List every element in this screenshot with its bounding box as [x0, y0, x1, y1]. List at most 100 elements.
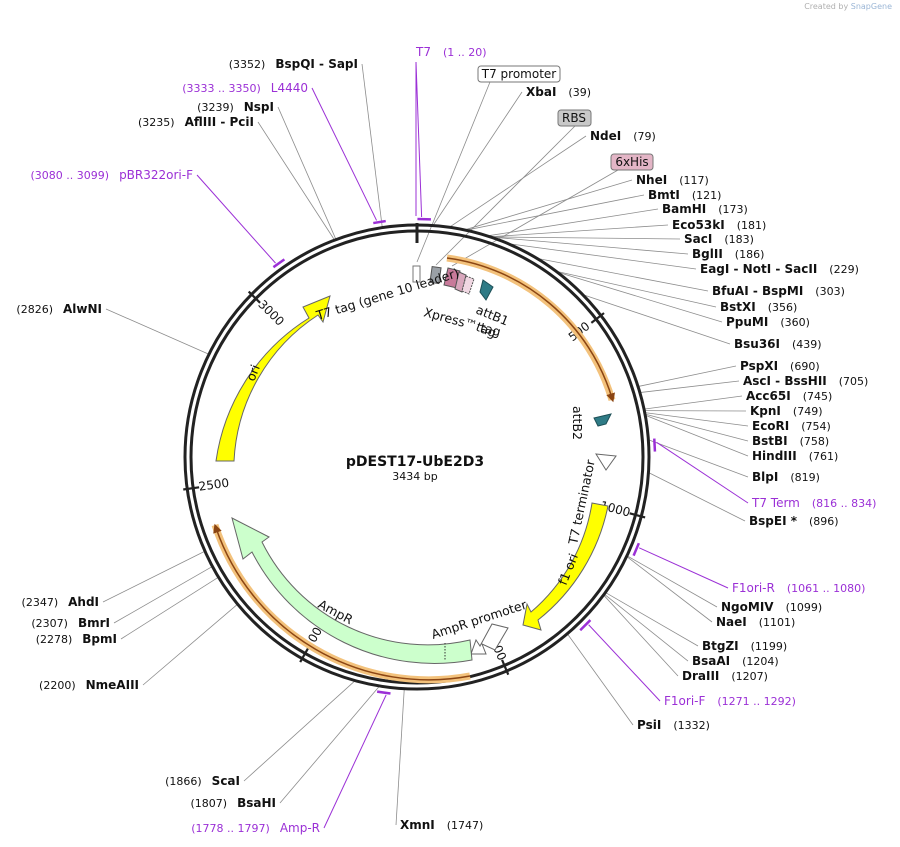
primer-name: L4440	[271, 81, 308, 95]
enzyme-name: NspI	[244, 100, 274, 114]
enzyme-position: (754)	[801, 420, 831, 433]
ori-feature	[215, 295, 331, 462]
enzyme-leader	[603, 595, 679, 677]
primer-name: pBR322ori-F	[119, 168, 193, 182]
enzyme-position: (1747)	[447, 819, 484, 832]
enzyme-name: PspXI	[740, 359, 778, 373]
tick-mark	[501, 659, 510, 676]
enzyme-position: (79)	[633, 130, 656, 143]
enzyme-leader	[361, 63, 383, 227]
primer-mark	[373, 219, 386, 225]
enzyme-name: BfuAI - BspMI	[712, 284, 803, 298]
plasmid-name: pDEST17-UbE2D3	[346, 454, 484, 470]
primer-leader	[638, 547, 729, 589]
boxed-feature-rbs: RBS	[557, 109, 592, 127]
enzyme-name: BsaHI	[237, 796, 276, 810]
enzyme-name: Bsu36I	[734, 337, 780, 351]
enzyme-position: (2826)	[16, 303, 53, 316]
enzyme-labels: XbaI(39)NdeI(79)NheI(117)BmtI(121)BamHI(…	[16, 57, 868, 832]
enzyme-leader	[113, 566, 212, 624]
enzyme-position: (3352)	[229, 58, 266, 71]
primer-marks	[272, 217, 657, 695]
enzyme-position: (3239)	[197, 101, 234, 114]
enzyme-leader	[638, 365, 737, 387]
ampr-promoter-label: AmpR promoter	[429, 597, 529, 642]
enzyme-position: (2307)	[31, 617, 68, 630]
primer-mark	[579, 619, 592, 632]
enzyme-name: SacI	[684, 232, 712, 246]
tick-mark	[183, 486, 200, 491]
enzyme-leader	[433, 91, 523, 225]
primer-name: F1ori-F	[664, 694, 705, 708]
enzyme-leader	[559, 272, 723, 323]
enzyme-position: (1199)	[751, 640, 788, 653]
rbs-feature	[429, 265, 442, 285]
enzyme-leader	[257, 121, 335, 240]
enzyme-leader	[644, 395, 743, 410]
primer-mark	[376, 690, 391, 695]
enzyme-position: (819)	[790, 471, 820, 484]
enzyme-name: BstBI	[752, 434, 788, 448]
enzyme-position: (181)	[737, 219, 767, 232]
enzyme-name: KpnI	[750, 404, 781, 418]
enzyme-position: (705)	[839, 375, 869, 388]
boxed-feature-6xhis: 6xHis	[610, 153, 654, 171]
enzyme-leader	[627, 556, 713, 623]
primer-leader	[656, 441, 749, 504]
enzyme-name: BmrI	[78, 616, 110, 630]
enzyme-name: AlwNI	[63, 302, 102, 316]
t7-tag-feature	[454, 271, 467, 293]
primer-leader-lines	[196, 61, 749, 829]
enzyme-position: (1101)	[759, 616, 796, 629]
enzyme-leader	[142, 604, 238, 686]
leader-lines	[102, 63, 749, 826]
enzyme-name: NmeAIII	[86, 678, 139, 692]
enzyme-position: (1099)	[786, 601, 823, 614]
enzyme-name: PpuMI	[726, 315, 768, 329]
enzyme-leader	[511, 243, 697, 270]
primer-leader	[415, 61, 423, 218]
enzyme-name: Eco53kI	[672, 218, 725, 232]
enzyme-position: (1332)	[673, 719, 710, 732]
enzyme-name: BsaAI	[692, 654, 730, 668]
enzyme-leader	[645, 414, 749, 442]
boxed-feature-t7-promoter: T7 promoter	[477, 65, 561, 83]
snapgene-brand: SnapGene	[850, 2, 892, 11]
enzyme-leader	[494, 236, 689, 255]
feature-leader	[451, 169, 619, 267]
primer-leader	[323, 694, 387, 829]
enzyme-leader	[645, 412, 749, 427]
enzyme-name: XbaI	[526, 85, 556, 99]
credit-prefix: Created by	[804, 2, 849, 11]
primer-range: (1 .. 20)	[443, 46, 487, 59]
enzyme-name: BtgZI	[702, 639, 739, 653]
enzyme-position: (758)	[800, 435, 830, 448]
enzyme-leader	[640, 380, 740, 393]
his-box-label: 6xHis	[615, 155, 648, 169]
primer-name: F1ori-R	[732, 581, 775, 595]
enzyme-position: (360)	[780, 316, 810, 329]
enzyme-position: (2200)	[39, 679, 76, 692]
enzyme-name: XmnI	[400, 818, 435, 832]
enzyme-position: (439)	[792, 338, 822, 351]
enzyme-leader	[395, 689, 405, 826]
enzyme-leader	[489, 208, 659, 236]
primer-leader	[588, 624, 661, 702]
ori-label: ori	[243, 362, 263, 383]
tick-mark	[590, 312, 605, 324]
primer-leader	[311, 87, 378, 221]
enzyme-position: (2278)	[36, 633, 73, 646]
enzyme-leader	[468, 194, 645, 231]
enzyme-leader	[105, 308, 209, 355]
enzyme-leader	[450, 135, 587, 227]
primer-mark	[632, 542, 641, 557]
attb2-label: attB2	[570, 406, 585, 440]
primer-name: T7 Term	[751, 496, 800, 510]
enzyme-name: EagI - NotI - SacII	[700, 262, 817, 276]
attb2-feature	[593, 413, 612, 427]
enzyme-position: (1866)	[165, 775, 202, 788]
enzyme-leader	[492, 224, 669, 238]
tick-label: 2500	[198, 476, 230, 494]
attb1-feature	[479, 279, 494, 301]
